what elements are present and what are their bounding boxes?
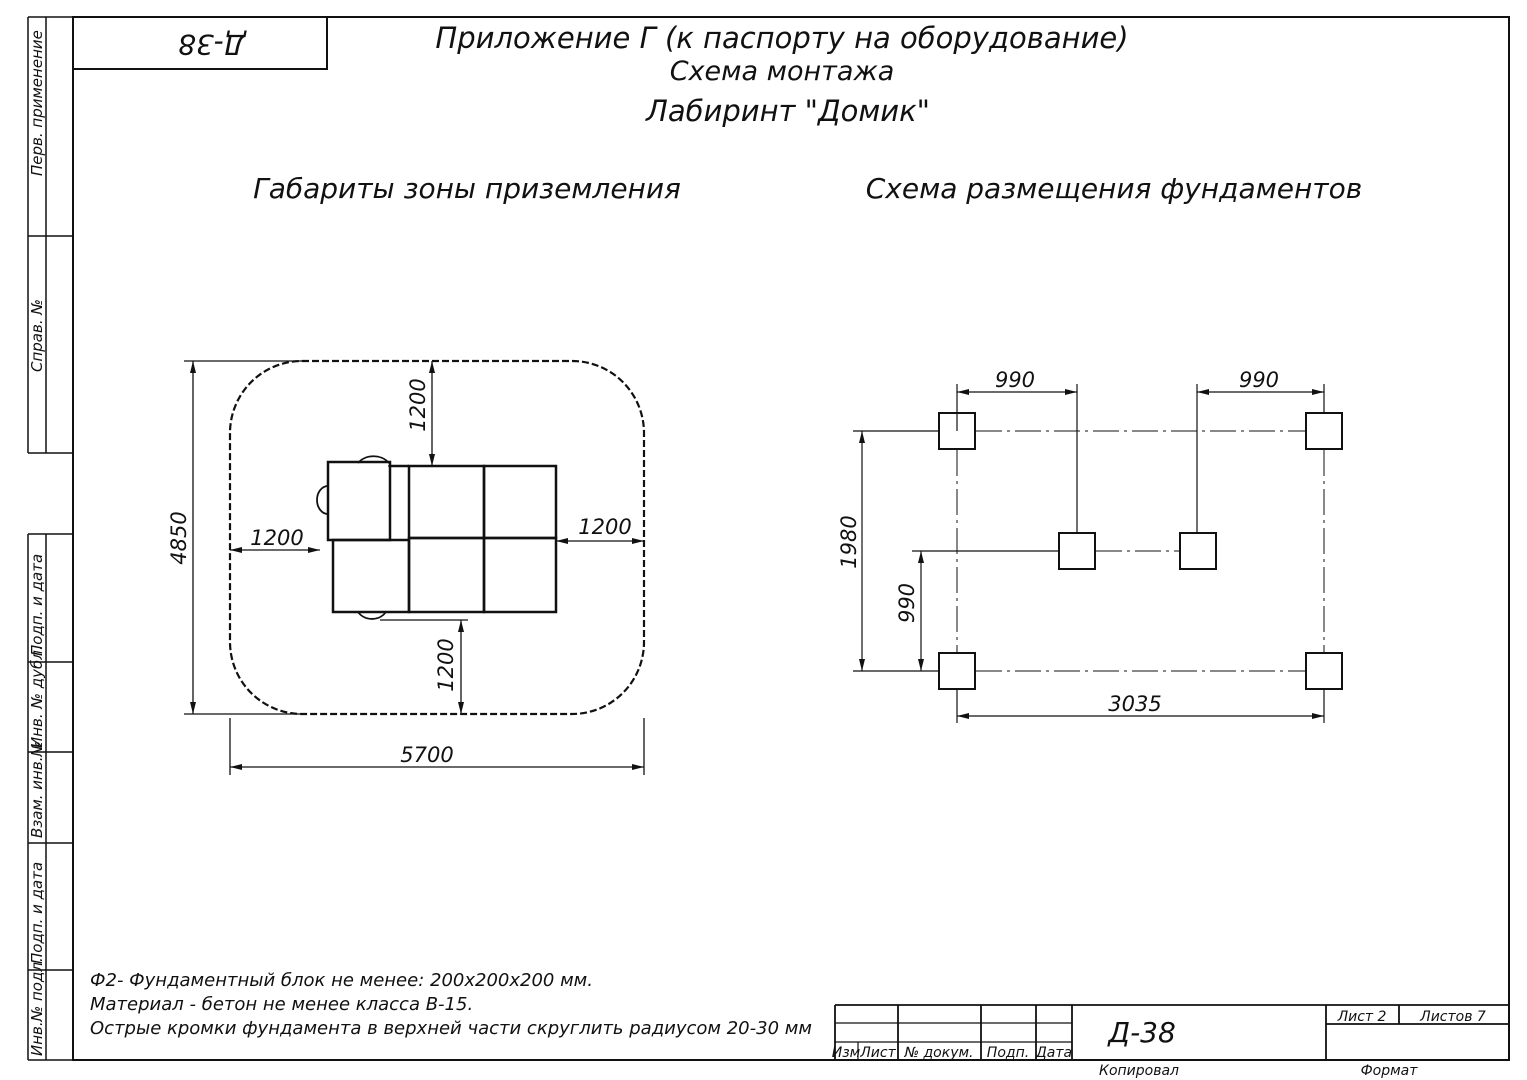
side-label-inv-dubl: Инв. № дубл. — [28, 645, 46, 748]
title-col-podp: Подп. — [987, 1045, 1029, 1061]
landing-zone-view: 4850 5700 1200 1200 1200 1200 — [167, 359, 646, 775]
dim-height-1980: 1980 — [837, 515, 861, 568]
sheet-frame — [27, 16, 1510, 1061]
title-col-izm: Изм — [832, 1045, 861, 1061]
dim-bottom-1200: 1200 — [434, 638, 458, 691]
foundation-block — [1305, 412, 1343, 450]
title-copied: Копировал — [1099, 1063, 1179, 1079]
title-col-data: Дата — [1035, 1045, 1072, 1061]
title-col-doc: № докум. — [903, 1045, 973, 1061]
title-sheet: Лист 2 — [1337, 1009, 1387, 1025]
dim-height-4850: 4850 — [167, 511, 191, 564]
landing-zone-outline — [228, 359, 646, 716]
foundation-layout-view: 990 990 1980 990 3035 — [837, 368, 1343, 723]
appendix-title: Приложение Г (к паспорту на оборудование… — [435, 21, 1128, 55]
dim-top-right-990: 990 — [1239, 368, 1279, 392]
foundation-block — [1179, 532, 1217, 570]
dim-width-5700: 5700 — [400, 743, 453, 767]
side-label-podp-data-2: Подп. и дата — [28, 862, 46, 964]
foundation-dimensions — [853, 384, 1325, 723]
note-line-1: Ф2- Фундаментный блок не менее: 200х200х… — [90, 970, 593, 991]
title-designation: Д-38 — [1106, 1016, 1176, 1049]
foundation-block — [1058, 532, 1096, 570]
foundation-block — [938, 652, 976, 690]
title-block — [834, 1004, 1509, 1060]
product-title: Лабиринт "Домик" — [645, 94, 930, 128]
title-col-list: Лист — [859, 1045, 896, 1061]
title-format: Формат — [1361, 1063, 1419, 1079]
dim-left-1200: 1200 — [250, 526, 303, 550]
code-box — [72, 16, 328, 70]
dim-top-left-990: 990 — [995, 368, 1035, 392]
scheme-title: Схема монтажа — [670, 56, 895, 87]
dim-width-3035: 3035 — [1108, 692, 1161, 716]
dim-half-990: 990 — [895, 583, 919, 623]
side-label-perv: Перв. применение — [28, 30, 46, 176]
code-box-text: Д-38 — [178, 28, 248, 61]
note-line-2: Материал - бетон не менее класса В-15. — [90, 994, 473, 1015]
landing-zone-dimensions — [184, 360, 645, 775]
title-sheets: Листов 7 — [1419, 1009, 1486, 1025]
side-label-vzam: Взам. инв.№ — [28, 741, 46, 838]
landing-zone-title: Габариты зоны приземления — [253, 172, 681, 205]
dim-right-1200: 1200 — [578, 515, 631, 539]
note-line-3: Острые кромки фундамента в верхней части… — [90, 1018, 812, 1039]
foundation-axes — [956, 430, 1325, 672]
side-label-inv-podl: Инв.№ подл. — [28, 957, 46, 1056]
dim-top-1200: 1200 — [406, 378, 430, 431]
foundation-block — [1305, 652, 1343, 690]
side-label-sprav: Справ. № — [28, 299, 46, 372]
side-label-podp-data-1: Подп. и дата — [28, 554, 46, 656]
foundation-layout-title: Схема размещения фундаментов — [866, 172, 1362, 205]
playhouse-plan — [316, 455, 558, 620]
